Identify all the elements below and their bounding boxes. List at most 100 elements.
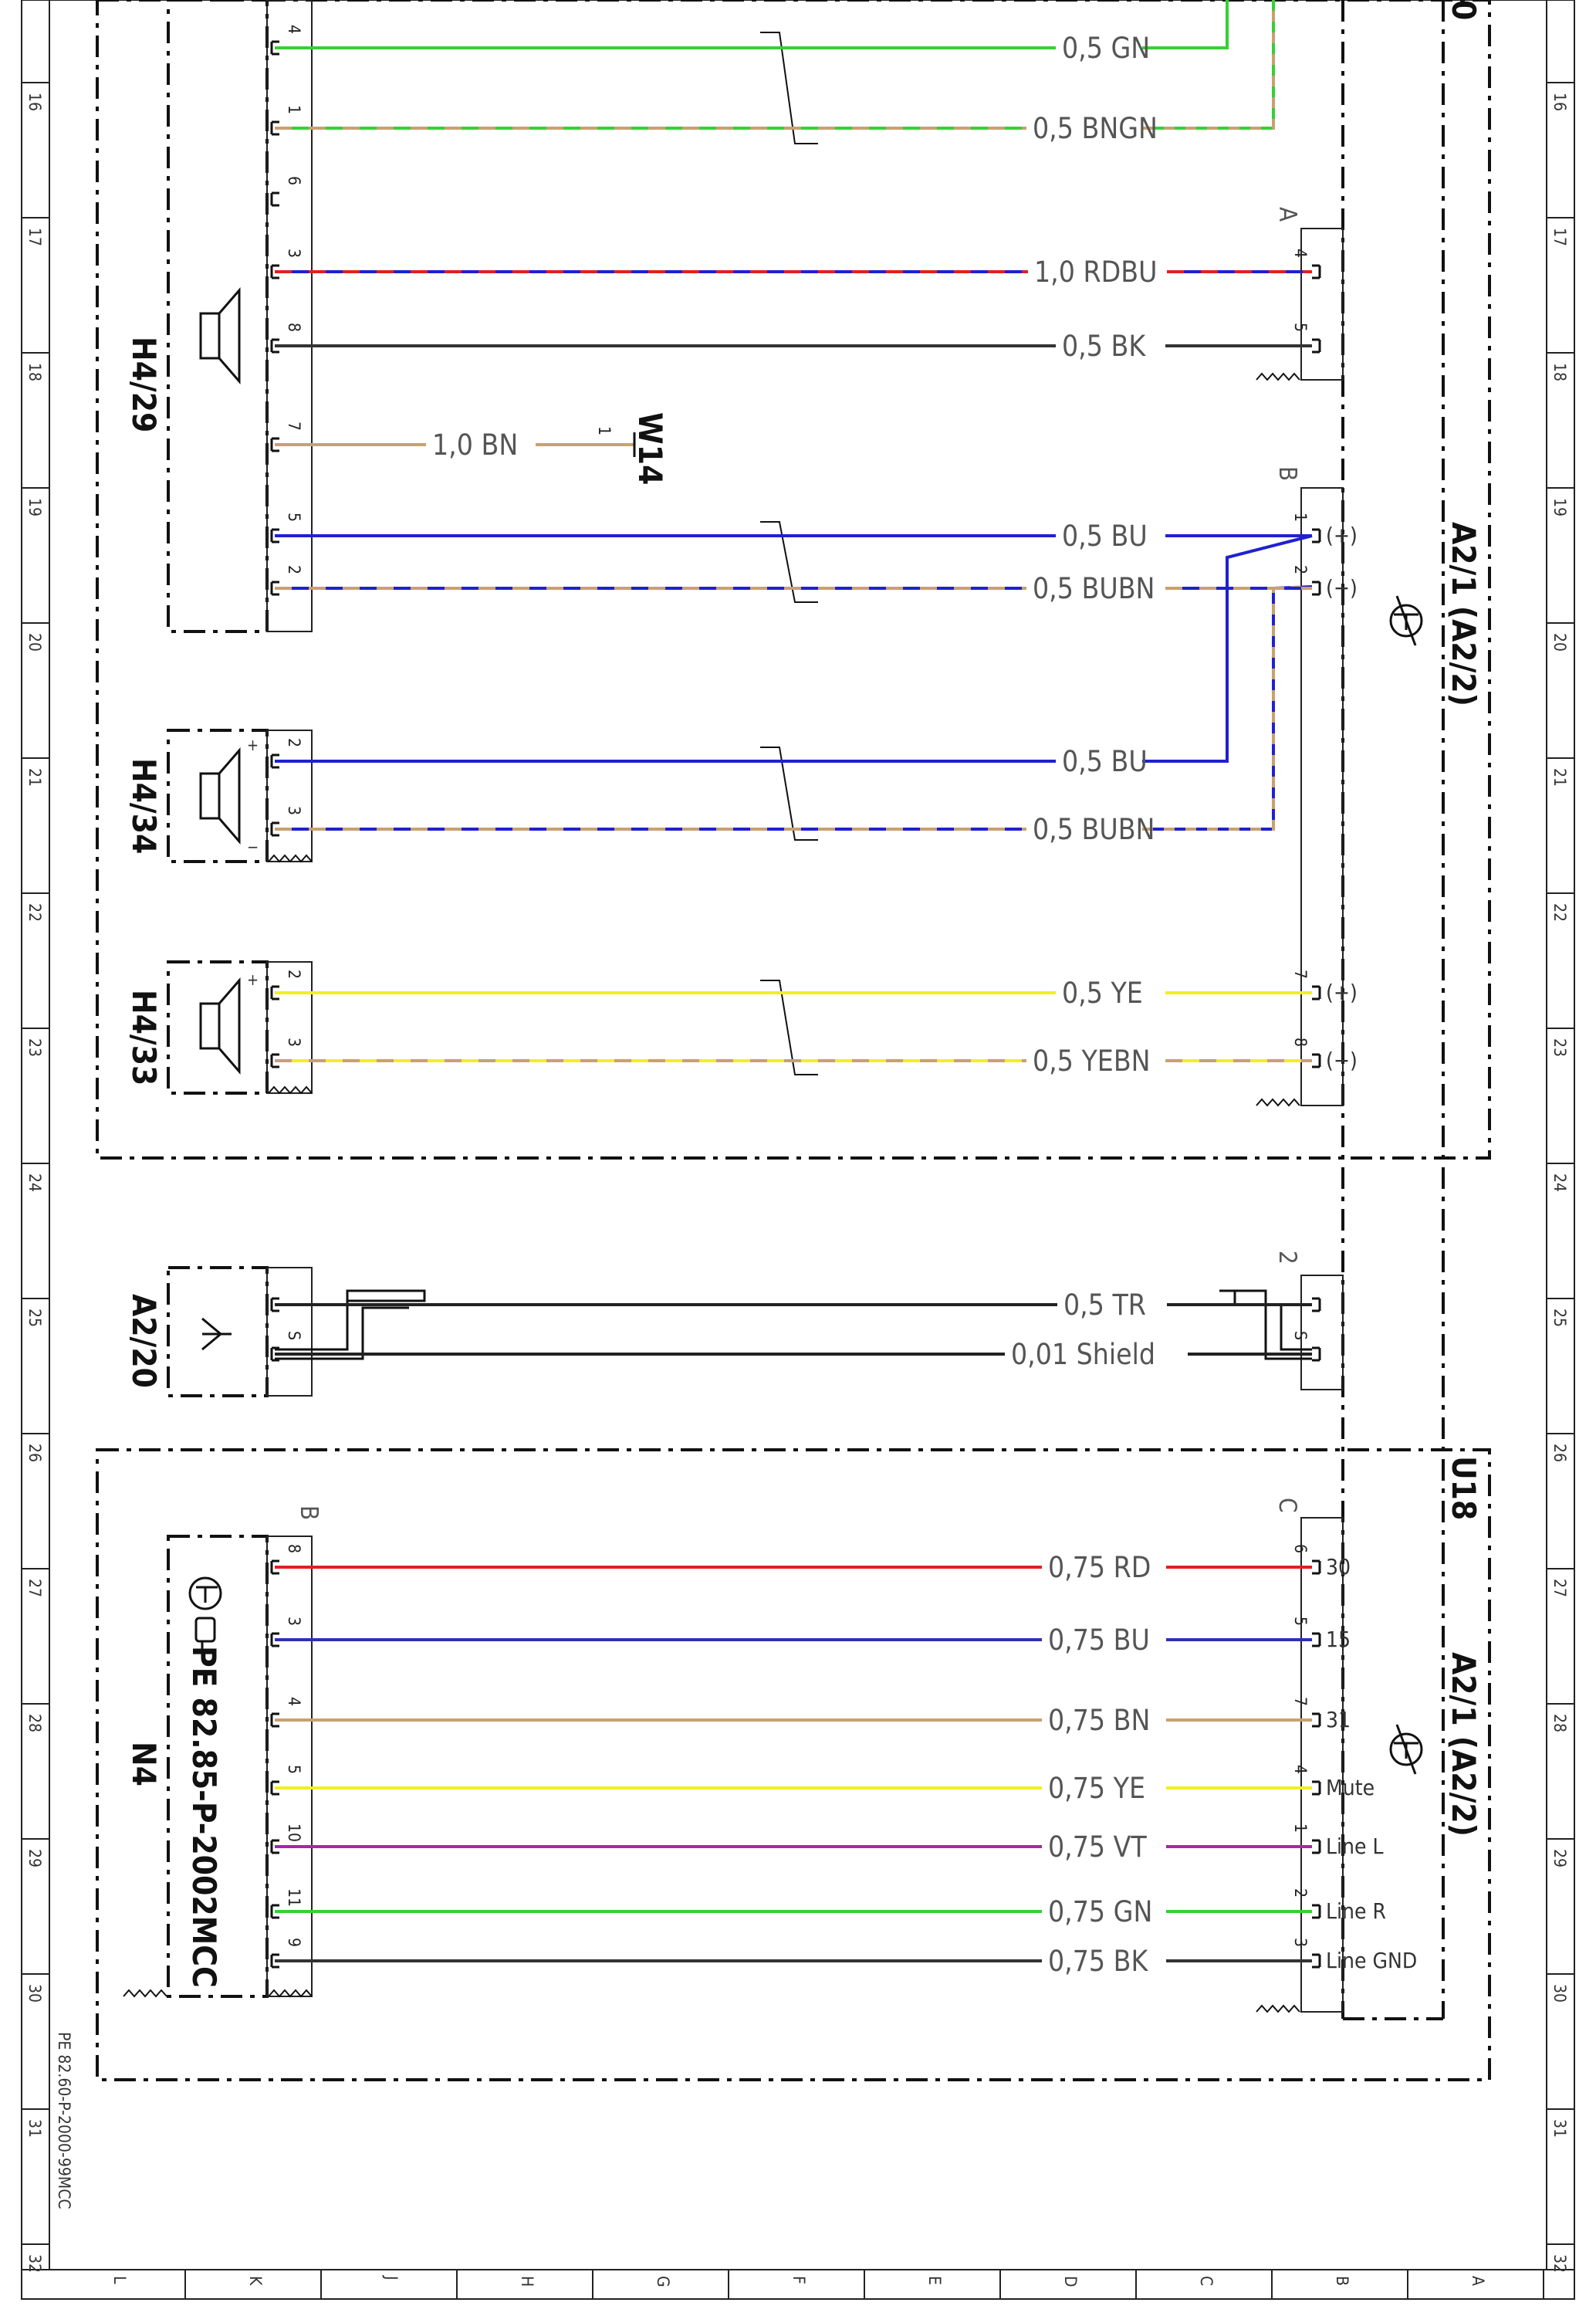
component-h4-33: H4/33 <box>125 990 163 1085</box>
row-label: 27 <box>25 1579 44 1597</box>
pin-marker <box>270 1559 279 1575</box>
row-label: 31 <box>25 2119 44 2138</box>
row-label: 28 <box>1550 1714 1569 1732</box>
row-label: 21 <box>25 768 44 787</box>
pin-marker <box>270 1953 279 1969</box>
pin-number: 6 <box>285 176 303 185</box>
svg-text:−: − <box>247 838 259 856</box>
row-label: 22 <box>25 903 44 922</box>
row-label: 25 <box>25 1309 44 1327</box>
component-n4: N4 <box>125 1742 163 1786</box>
wire: 0,5 YE <box>275 977 1312 1010</box>
pin-number: 11 <box>285 1888 303 1907</box>
break-marker <box>268 1085 313 1095</box>
pin-number: 4 <box>285 1697 303 1706</box>
row-label: 21 <box>1550 768 1569 787</box>
row-label: 16 <box>1550 93 1569 111</box>
h4-34-box <box>167 729 269 863</box>
n4-box <box>167 1535 269 1998</box>
row-label: 22 <box>1550 903 1569 922</box>
row-label: 17 <box>1550 228 1569 246</box>
pin-number: 8 <box>285 323 303 332</box>
break-marker <box>268 854 313 863</box>
pin-number: 7 <box>285 422 303 431</box>
pin-function: Mute <box>1326 1775 1375 1800</box>
wire: 0,5 BU <box>275 520 1312 553</box>
bridges <box>1142 0 1313 831</box>
component-a2-1-lower: A2/1 (A2/2) <box>1445 1652 1483 1837</box>
column-label: E <box>925 2276 944 2285</box>
pin-function: (+) <box>1326 523 1358 548</box>
component-h4-34: H4/34 <box>125 758 163 854</box>
connector-a: A <box>1273 207 1301 222</box>
pin-marker <box>270 191 279 207</box>
coax-shielding <box>275 1289 1312 1360</box>
column-label: L <box>110 2276 129 2284</box>
wire: 0,75 BN <box>275 1704 1312 1737</box>
pin-function: 31 <box>1326 1707 1351 1732</box>
column-label: D <box>1061 2276 1080 2287</box>
row-label: 26 <box>25 1444 44 1462</box>
wire: 0,75 YE <box>275 1772 1312 1805</box>
drawing-frame <box>21 0 1575 2300</box>
row-label: 17 <box>25 228 44 246</box>
pin-function: Line R <box>1326 1898 1386 1924</box>
speaker-icon <box>199 286 241 385</box>
pin-number: 3 <box>285 806 303 815</box>
pin-marker <box>270 1712 279 1728</box>
column-label: K <box>246 2276 265 2286</box>
pin-function: (−) <box>1326 575 1358 601</box>
wire-label: 0,75 RD <box>1048 1551 1151 1584</box>
transistor-icon <box>1389 1724 1423 1775</box>
row-label: 25 <box>1550 1309 1569 1327</box>
component-w14: W14 <box>631 412 669 485</box>
wire-label: 0,75 BU <box>1048 1624 1150 1657</box>
pin-function: (−) <box>1326 1048 1358 1073</box>
pin-number: 3 <box>1291 1938 1310 1947</box>
wire-label: 1,0 BN <box>432 428 518 462</box>
pin-number: 6 <box>1291 1544 1310 1553</box>
wire-label: 0,5 BUBN <box>1033 572 1155 605</box>
speaker-icon: + <box>199 970 259 1075</box>
component-h4-29: H4/29 <box>125 337 163 432</box>
wire-label: 0,5 YE <box>1062 977 1143 1010</box>
wire: 0,5 BK <box>275 330 1312 363</box>
upper-assembly-box <box>96 0 1491 1160</box>
wire: 0,5 YEBN <box>275 1045 1312 1078</box>
row-label: 29 <box>25 1849 44 1867</box>
pin-number: 7 <box>1291 1697 1310 1706</box>
pin-marker <box>270 1632 279 1647</box>
pin-number: 2 <box>285 738 303 747</box>
row-label: 18 <box>1550 363 1569 381</box>
w14-pin: 1 <box>595 426 614 435</box>
wire-label: 0,5 BUBN <box>1033 813 1155 846</box>
connector-2: 2 <box>1273 1251 1301 1265</box>
wire: 0,75 BU <box>275 1624 1312 1657</box>
column-label: G <box>654 2276 672 2287</box>
pin-marker <box>270 1839 279 1854</box>
pin-marker <box>1312 1904 1321 1919</box>
pin-number: 2 <box>285 970 303 979</box>
enclosures <box>96 0 1491 2081</box>
wire-label: 0,5 BK <box>1062 330 1146 363</box>
pin-function: (+) <box>1326 980 1358 1005</box>
pin-marker <box>1312 264 1321 279</box>
break-marker <box>1256 1098 1300 1107</box>
pin-marker <box>1312 338 1321 354</box>
pin-number: 4 <box>1291 249 1310 258</box>
row-label: 27 <box>1550 1579 1569 1597</box>
wire-label: 0,75 YE <box>1048 1772 1145 1805</box>
wire-label: 0,5 BU <box>1062 745 1148 778</box>
pin-function: Line GND <box>1326 1948 1417 1973</box>
pin-number: 5 <box>285 1765 303 1774</box>
break-marker <box>268 1989 313 1998</box>
pin-marker <box>270 1780 279 1796</box>
shield-brackets <box>760 32 818 1075</box>
connector-c: C <box>1273 1498 1301 1512</box>
row-label: 16 <box>25 93 44 111</box>
wire: 0,5 TR <box>275 1288 1312 1322</box>
a2-20-box <box>167 1266 269 1397</box>
transistor-icon <box>1389 595 1423 646</box>
